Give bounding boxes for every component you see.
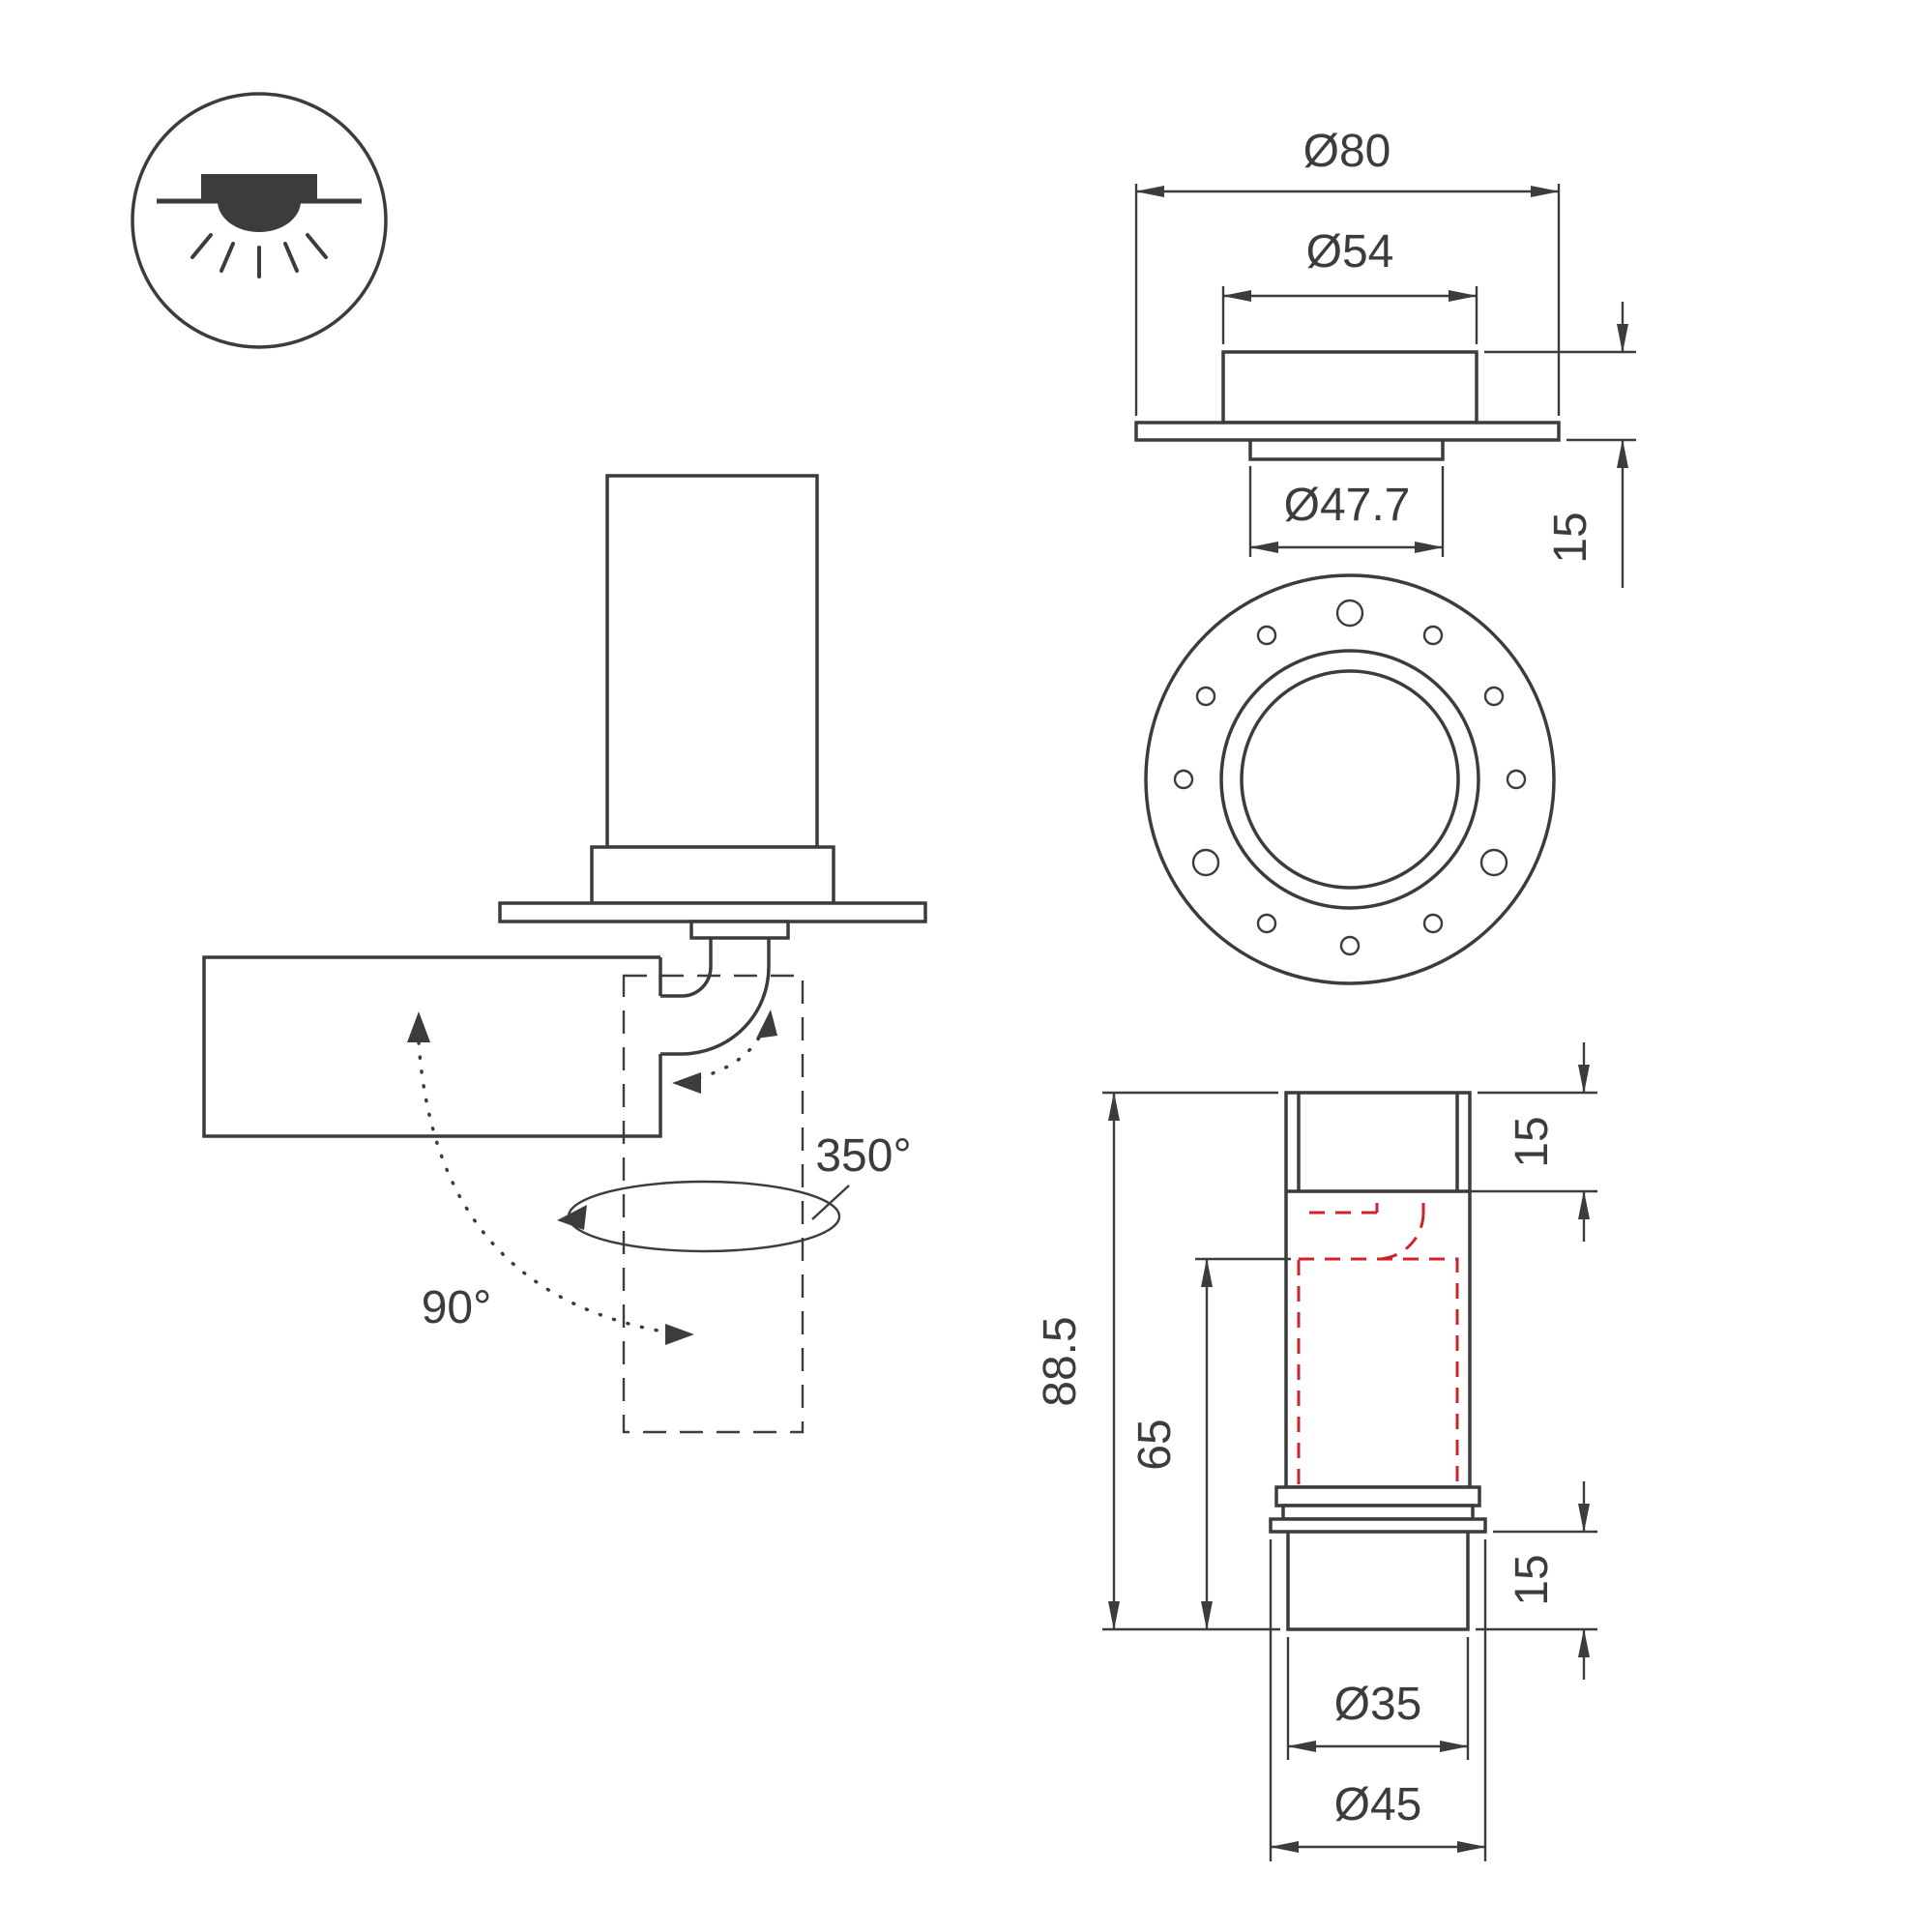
rotation-angle-label: 350° xyxy=(815,1130,911,1182)
mounting-hole xyxy=(1173,769,1194,790)
trim-neck-outline xyxy=(1248,440,1445,461)
icon-circle-border xyxy=(131,92,388,349)
collar-ring-outline xyxy=(1274,1485,1481,1508)
tilt-arc xyxy=(417,1040,684,1336)
insert-elbow-arc xyxy=(1376,1212,1425,1261)
mounting-hole xyxy=(1422,913,1444,934)
icon-light-dome xyxy=(218,201,301,232)
spot-head-outline xyxy=(202,955,662,1138)
fixture-side-view: 90° 350° xyxy=(202,474,927,1434)
swivel-arc xyxy=(683,1015,770,1083)
aperture-circle xyxy=(1240,669,1460,890)
dim-label-body-diameter: Ø54 xyxy=(1306,226,1394,278)
arrowhead-left xyxy=(557,1205,587,1230)
leader-line xyxy=(811,1185,850,1220)
elbow-inner-arc xyxy=(681,966,713,998)
fixture-profile-dimensions: 88.5 65 15 15 Ø35 Ø45 xyxy=(1035,1042,1597,1861)
dim-label-height-above: 15 xyxy=(1545,512,1596,563)
recessed-mount-icon xyxy=(131,92,388,349)
light-ray xyxy=(220,242,235,273)
dim-label-collar-diameter: Ø45 xyxy=(1334,1779,1422,1830)
mounting-hole-large xyxy=(1479,848,1508,877)
neck-outline xyxy=(689,920,790,940)
mounting-hole xyxy=(1256,625,1277,646)
trim-ring-circle xyxy=(1219,649,1480,910)
mounting-hole xyxy=(1506,769,1527,790)
light-ray xyxy=(283,242,299,273)
mounting-hole xyxy=(1422,625,1444,646)
trim-body-outline xyxy=(1221,350,1478,424)
flange-outer-circle xyxy=(1144,573,1556,985)
tilt-angle-label: 90° xyxy=(422,1282,492,1333)
insert-phantom-outline xyxy=(1297,1257,1459,1489)
dim-label-flange-diameter: Ø80 xyxy=(1303,126,1391,177)
dim-label-total-height: 88.5 xyxy=(1035,1316,1086,1406)
mounting-hole xyxy=(1339,935,1361,956)
fixture-top-view-dimensions: Ø80 Ø54 Ø47.7 15 xyxy=(1134,126,1636,588)
rotating-insert-phantom xyxy=(1297,1203,1459,1489)
mounting-holes xyxy=(1173,599,1527,956)
trim-flange-outline xyxy=(1134,421,1561,442)
dim-label-hole-diameter: Ø47.7 xyxy=(1284,480,1411,531)
mounting-hole-large xyxy=(1335,599,1364,628)
elbow-outer-arc xyxy=(681,966,771,1056)
dim-label-top-section: 15 xyxy=(1507,1116,1558,1167)
arrowhead-left xyxy=(672,1072,701,1094)
collar-outline xyxy=(590,845,835,905)
elbow-pipe-outline xyxy=(660,938,771,1056)
mounting-hole xyxy=(1483,686,1505,707)
dim-label-inner-height: 65 xyxy=(1129,1419,1181,1470)
icon-light-rays xyxy=(190,233,328,278)
spot-head-phantom-outline xyxy=(622,974,805,1434)
collar-ring-outline xyxy=(1281,1504,1475,1521)
rotation-ellipse xyxy=(567,1180,841,1253)
flange-outline xyxy=(498,901,927,923)
mounting-hole xyxy=(1256,913,1277,934)
cylinder-body-outline xyxy=(605,474,819,849)
mounting-hole-large xyxy=(1191,848,1220,877)
arrowhead-up xyxy=(407,1011,430,1042)
lower-tube-outline xyxy=(1286,1532,1470,1631)
icon-fixture-body xyxy=(201,174,317,199)
arrowhead-right xyxy=(665,1324,694,1345)
fixture-front-view xyxy=(1144,573,1556,985)
collar-flange-outline xyxy=(1269,1517,1487,1534)
dim-label-tube-diameter: Ø35 xyxy=(1334,1679,1422,1730)
housing-outline xyxy=(1284,1091,1472,1489)
mounting-hole xyxy=(1195,686,1216,707)
light-ray xyxy=(190,233,213,259)
dim-label-bottom-section: 15 xyxy=(1507,1554,1558,1605)
arrowhead-up xyxy=(756,1010,777,1039)
light-ray xyxy=(306,233,328,259)
